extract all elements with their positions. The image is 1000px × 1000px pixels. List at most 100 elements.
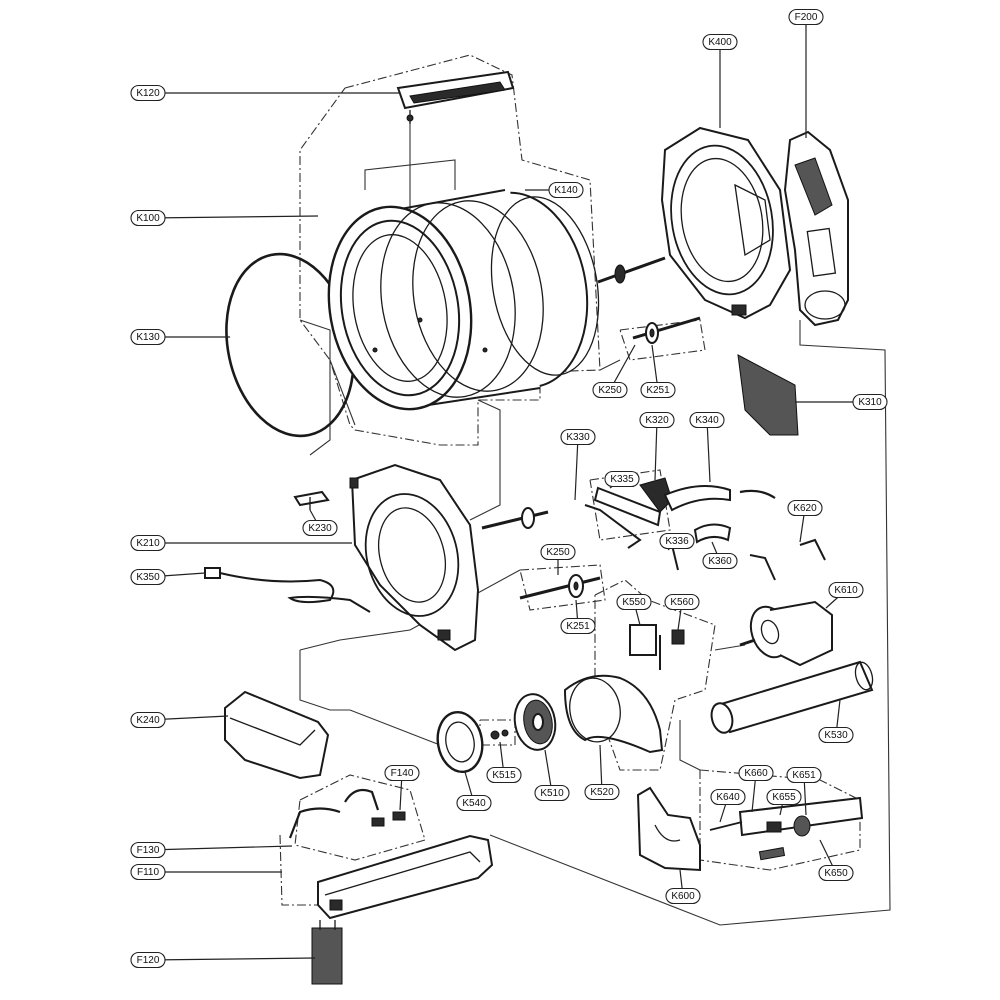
filter-housing-part [783,130,849,327]
rear-bulkhead-part [660,126,792,320]
callout-bubble [548,181,584,199]
callout-label: F200 [795,12,818,23]
callout-bubble [702,552,738,570]
callout-bubble [786,766,822,784]
callout-bubble [130,951,166,969]
callout-f200: F200 [788,8,824,26]
callout-k610: K610 [828,581,864,599]
callout-label: K140 [554,185,578,196]
sensor-assembly-part [709,796,864,861]
wire-harness-part [204,567,371,613]
callout-bubble [584,783,620,801]
callout-bubble [560,428,596,446]
callout-label: K400 [708,37,732,48]
callout-label: K655 [772,792,796,803]
callout-k560: K560 [664,593,700,611]
callout-label: K520 [590,787,614,798]
callout-k400: K400 [702,33,738,51]
callout-k350: K350 [130,568,166,586]
callout-k250b: K250 [540,543,576,561]
callout-bubble [689,411,725,429]
callout-k651: K651 [786,766,822,784]
callout-bubble [702,33,738,51]
callout-label: F140 [391,768,414,779]
blower-seal-part [436,711,484,773]
leader-k320 [654,419,658,481]
front-shaft-part [481,507,601,600]
leader-k100 [147,215,319,219]
callout-label: K340 [695,415,719,426]
callout-bubble [456,794,492,812]
callout-k540: K540 [456,794,492,812]
callout-bubble [534,784,570,802]
callout-bubble [130,841,166,859]
callout-bubble [664,593,700,611]
callout-k360: K360 [702,552,738,570]
callout-label: K210 [136,538,160,549]
callout-label: K230 [308,523,332,534]
callout-k120: K120 [130,84,166,102]
blower-nut-part [490,729,509,740]
callout-label: F110 [137,867,159,878]
callout-bubble [130,863,166,881]
callout-label: K251 [646,385,670,396]
rear-shaft-part [597,256,701,344]
callout-label: K350 [136,572,160,583]
leader-k330 [574,436,579,501]
callout-bubble [540,543,576,561]
callout-label: K530 [824,730,848,741]
callout-bubble [788,8,824,26]
front-bracket-part [396,70,515,124]
callout-k310: K310 [852,393,888,411]
callout-bubble [640,381,676,399]
callout-k650: K650 [818,864,854,882]
callout-k250a: K250 [592,381,628,399]
callout-k660: K660 [738,764,774,782]
callout-label: K330 [566,432,590,443]
switch-parts [629,624,685,670]
lint-cover-part [224,690,330,780]
callout-f110: F110 [130,863,166,881]
callout-k620: K620 [787,499,823,517]
callout-label: K335 [610,474,634,485]
callout-bubble [818,726,854,744]
callout-k251b: K251 [560,617,596,635]
callout-k130: K130 [130,328,166,346]
callout-label: K120 [136,88,160,99]
callout-bubble [560,617,596,635]
callout-label: K250 [546,547,570,558]
callout-label: K336 [665,536,689,547]
callout-bubble [852,393,888,411]
callout-bubble [665,887,701,905]
callout-label: K130 [136,332,160,343]
callout-bubble [604,470,640,488]
callout-bubble [130,328,166,346]
callout-label: K360 [708,556,732,567]
callout-f130: F130 [130,841,166,859]
thermostat-part [371,811,406,827]
callout-bubble [639,411,675,429]
blower-housing-part [563,674,664,754]
callout-label: K610 [834,585,858,596]
exhaust-duct-part [710,660,874,734]
callout-label: K660 [744,768,768,779]
front-bulkhead-part [349,463,480,652]
callout-label: K240 [136,715,160,726]
callout-k340: K340 [689,411,725,429]
callout-bubble [616,593,652,611]
callout-k330: K330 [560,428,596,446]
callout-k336: K336 [659,532,695,550]
motor-bracket-part [636,786,701,872]
callout-bubble [592,381,628,399]
callout-label: F120 [137,955,160,966]
callout-label: K600 [671,891,695,902]
callout-bubble [710,788,746,806]
callout-bubble [384,764,420,782]
small-clip-part [293,490,330,510]
callout-k655: K655 [766,788,802,806]
callout-k640: K640 [710,788,746,806]
callout-label: K650 [824,868,848,879]
heater-wires-part [288,788,380,839]
callout-k600: K600 [665,887,701,905]
